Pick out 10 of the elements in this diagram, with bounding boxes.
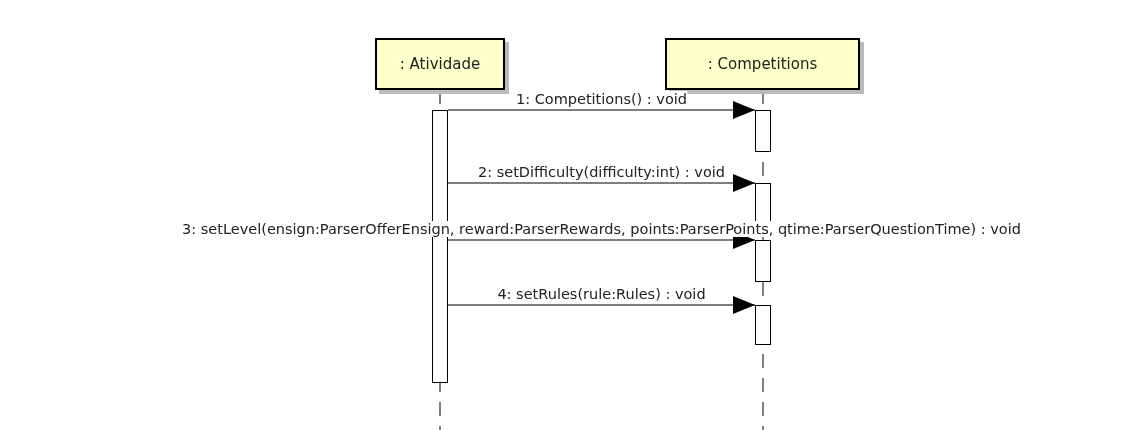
message-arrow [447, 101, 756, 119]
message-arrow [447, 296, 756, 314]
message-label: 1: Competitions() : void [515, 91, 688, 107]
activation-bar [755, 305, 771, 345]
activation-bar [755, 240, 771, 282]
message-label: 2: setDifficulty(difficulty:int) : void [477, 164, 726, 180]
message-arrow [447, 174, 756, 192]
activation-bar [755, 110, 771, 152]
message-label: 4: setRules(rule:Rules) : void [497, 286, 706, 302]
message-label: 3: setLevel(ensign:ParserOfferEnsign, reward:ParserRewards, points:ParserPoints, qtime:ParserQuestionTime) : void [182, 221, 1021, 237]
